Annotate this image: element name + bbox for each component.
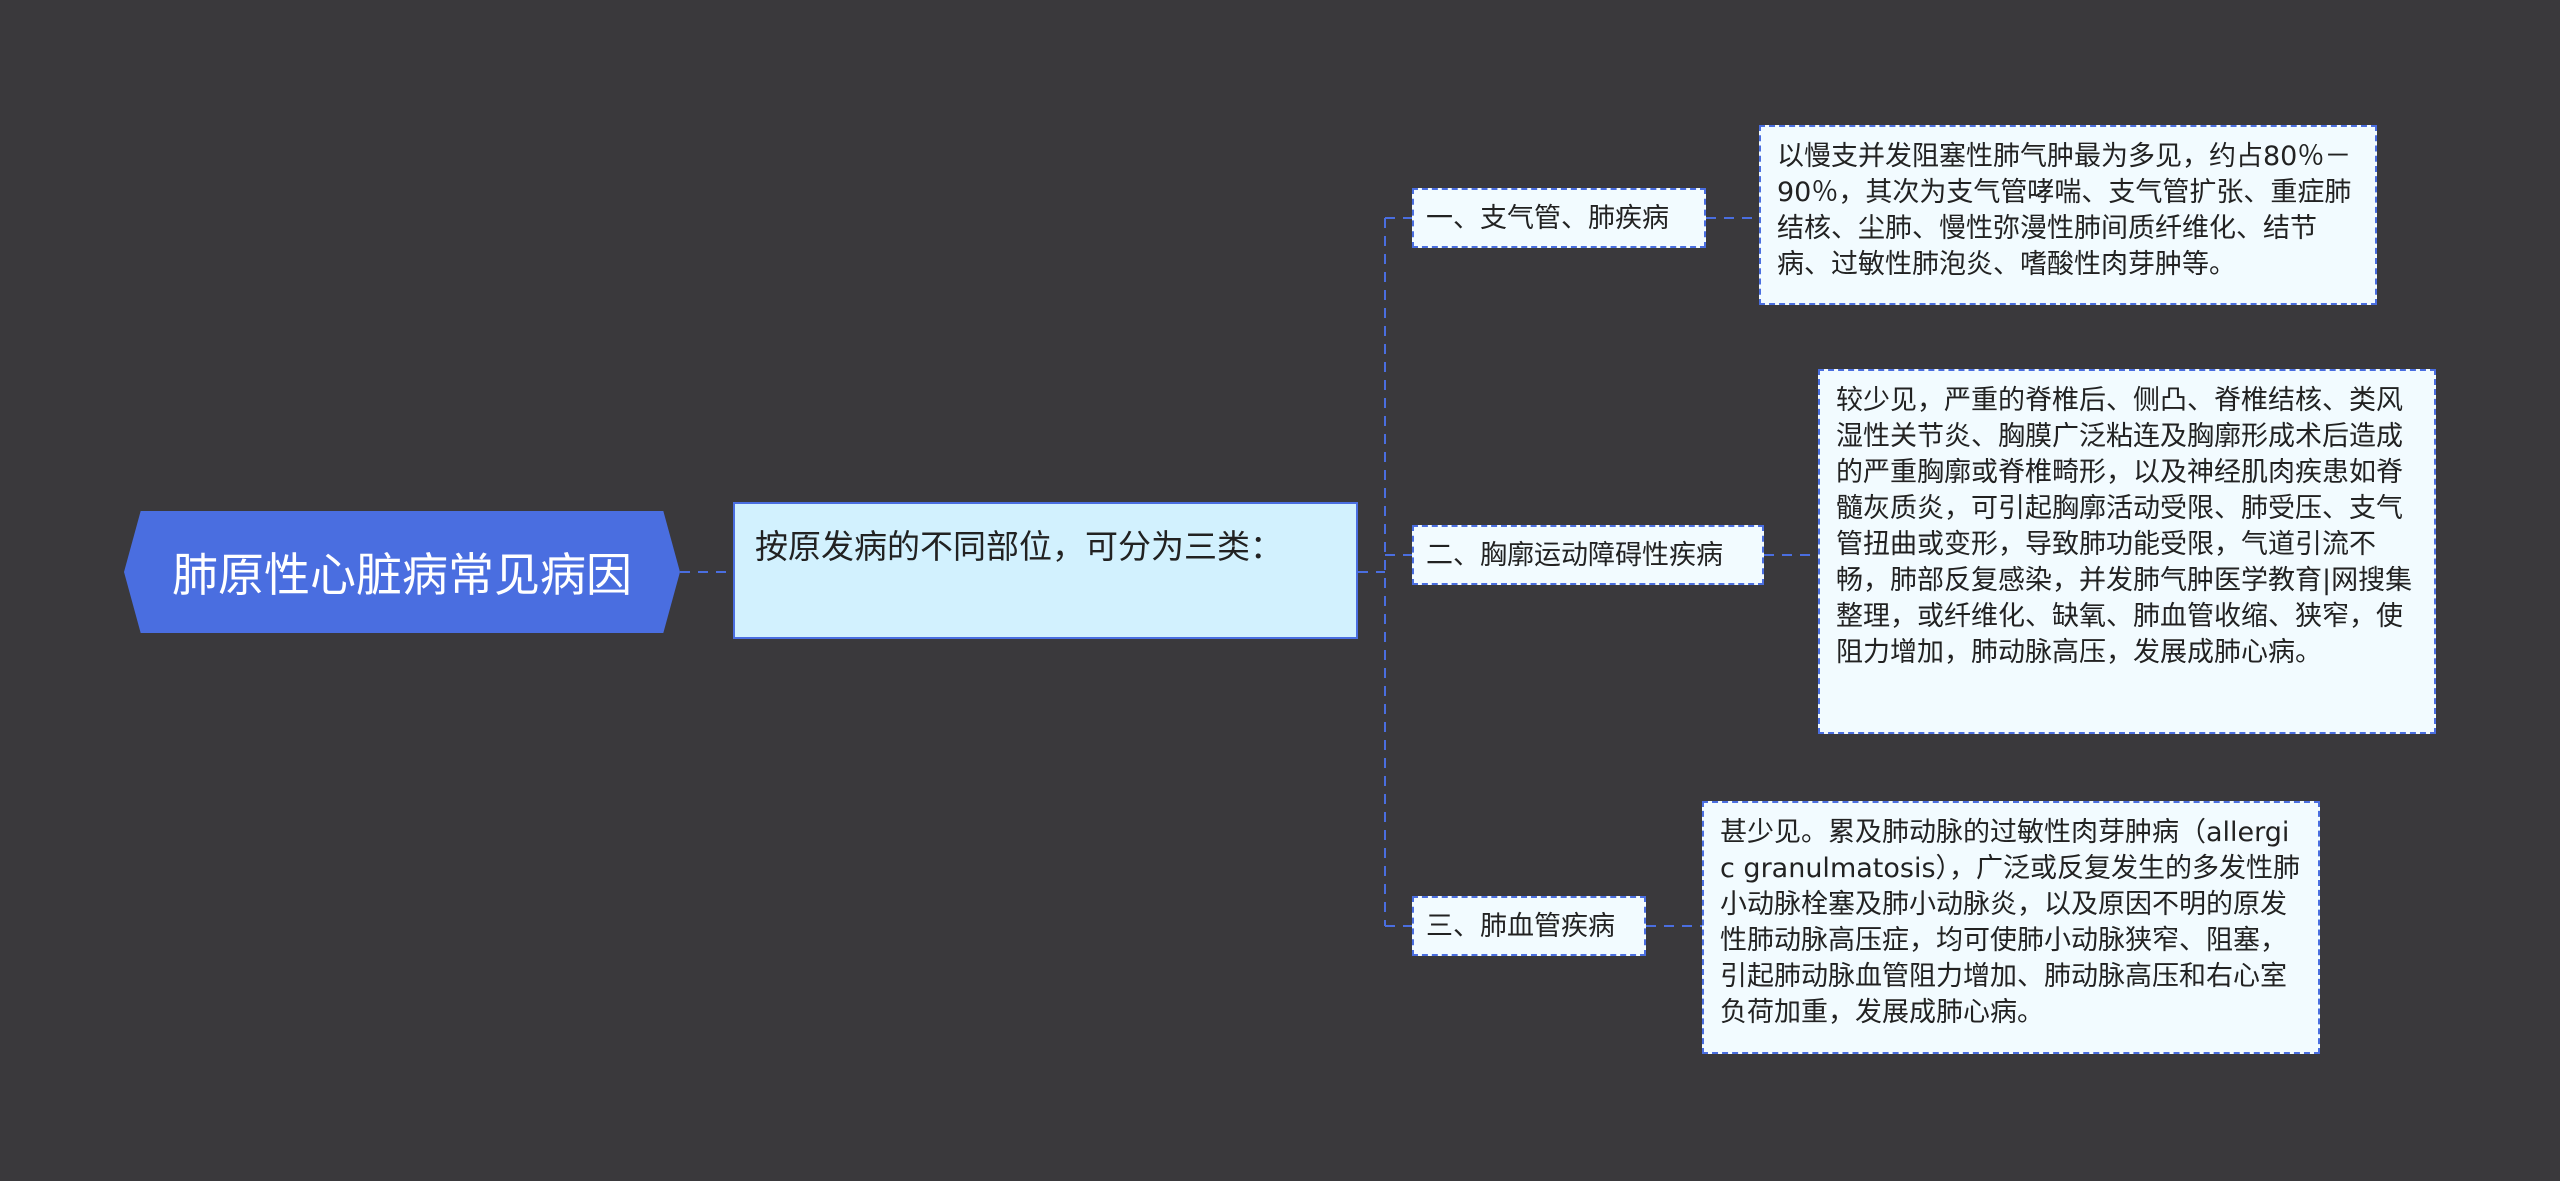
branch-node-label: 一、支气管、肺疾病 — [1426, 203, 1669, 234]
branch-node-3[interactable]: 三、肺血管疾病 — [1412, 896, 1646, 956]
root-topic[interactable]: 肺原性心脏病常见病因 — [124, 511, 680, 633]
detail-node-text: 甚少见。累及肺动脉的过敏性肉芽肿病（allergic granulmatosis… — [1720, 817, 2301, 1028]
sub-topic[interactable]: 按原发病的不同部位，可分为三类： — [733, 502, 1358, 639]
detail-node-2[interactable]: 较少见，严重的脊椎后、侧凸、脊椎结核、类风湿性关节炎、胸膜广泛粘连及胸廓形成术后… — [1818, 369, 2436, 734]
detail-node-text: 以慢支并发阻塞性肺气肿最为多见，约占80％－90％，其次为支气管哮喘、支气管扩张… — [1777, 141, 2352, 280]
branch-node-label: 三、肺血管疾病 — [1426, 911, 1615, 942]
branch-node-2[interactable]: 二、胸廓运动障碍性疾病 — [1412, 525, 1764, 585]
sub-topic-label: 按原发病的不同部位，可分为三类： — [755, 527, 1283, 566]
detail-node-3[interactable]: 甚少见。累及肺动脉的过敏性肉芽肿病（allergic granulmatosis… — [1702, 801, 2320, 1054]
branch-node-label: 二、胸廓运动障碍性疾病 — [1426, 540, 1723, 571]
branch-node-1[interactable]: 一、支气管、肺疾病 — [1412, 188, 1706, 248]
detail-node-1[interactable]: 以慢支并发阻塞性肺气肿最为多见，约占80％－90％，其次为支气管哮喘、支气管扩张… — [1759, 125, 2377, 305]
detail-node-text: 较少见，严重的脊椎后、侧凸、脊椎结核、类风湿性关节炎、胸膜广泛粘连及胸廓形成术后… — [1836, 385, 2413, 668]
root-topic-label: 肺原性心脏病常见病因 — [172, 548, 632, 602]
